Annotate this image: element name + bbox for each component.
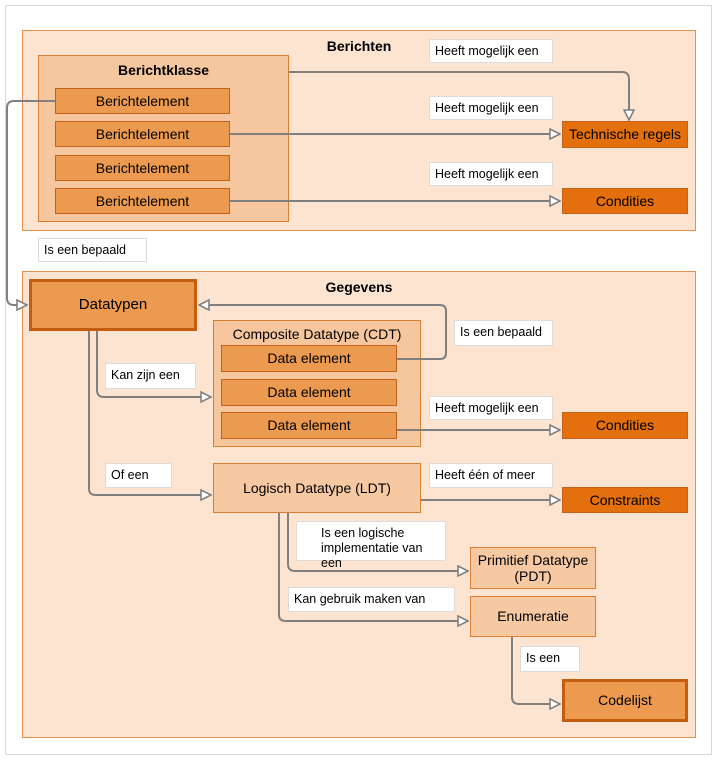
- berichtelement-3: Berichtelement: [55, 155, 230, 181]
- label-heeft-mogelijk-1: Heeft mogelijk een: [429, 39, 553, 63]
- label-is-een-bepaald-2: Is een bepaald: [454, 320, 553, 346]
- label-kan-zijn-een: Kan zijn een: [105, 363, 196, 389]
- label-heeft-mogelijk-4: Heeft mogelijk een: [429, 396, 553, 420]
- data-element-1: Data element: [221, 345, 397, 372]
- condities-box-berichten: Condities: [562, 188, 688, 214]
- berichtelement-1: Berichtelement: [55, 88, 230, 114]
- pdt-box: Primitief Datatype (PDT): [470, 547, 596, 589]
- datatypen-box: Datatypen: [29, 279, 197, 331]
- label-heeft-mogelijk-3: Heeft mogelijk een: [429, 162, 553, 186]
- edge-berichtklasse-technische-regels: [289, 71, 629, 120]
- berichtelement-2: Berichtelement: [55, 121, 230, 147]
- constraints-box: Constraints: [562, 487, 688, 513]
- label-is-een-bepaald-1: Is een bepaald: [38, 238, 147, 262]
- condities-box-gegevens: Condities: [562, 412, 688, 439]
- edge-ldt-pdt: [287, 513, 468, 571]
- edge-datatypen-ldt: [88, 331, 211, 495]
- label-of-een: Of een: [105, 463, 172, 488]
- label-heeft-een-of-meer: Heeft één of meer: [429, 463, 553, 488]
- group-berichten-title: Berichten: [326, 38, 392, 54]
- edge-enumeratie-codelijst: [511, 637, 560, 704]
- edge-datatypen-cdt: [96, 331, 211, 397]
- berichtklasse-title: Berichtklasse: [117, 62, 210, 78]
- label-is-een: Is een: [520, 646, 580, 672]
- berichtelement-4: Berichtelement: [55, 188, 230, 214]
- edge-berichtelement1-datatypen: [6, 100, 55, 305]
- diagram-frame: [5, 5, 712, 755]
- cdt-title: Composite Datatype (CDT): [232, 326, 402, 342]
- ldt-box: Logisch Datatype (LDT): [213, 463, 421, 513]
- data-element-3: Data element: [221, 412, 397, 439]
- enumeratie-box: Enumeratie: [470, 596, 596, 637]
- label-logische-implementatie: Is een logische implementatie van een: [296, 521, 446, 570]
- label-heeft-mogelijk-2: Heeft mogelijk een: [429, 96, 553, 120]
- edge-ldt-enumeratie: [278, 513, 468, 621]
- group-gegevens-title: Gegevens: [325, 279, 393, 295]
- data-element-2: Data element: [221, 379, 397, 406]
- technische-regels-box: Technische regels: [562, 121, 688, 148]
- codelijst-box: Codelijst: [562, 679, 688, 722]
- label-kan-gebruik-maken-van: Kan gebruik maken van: [288, 587, 455, 612]
- edge-dataelement1-datatypen: [199, 305, 447, 360]
